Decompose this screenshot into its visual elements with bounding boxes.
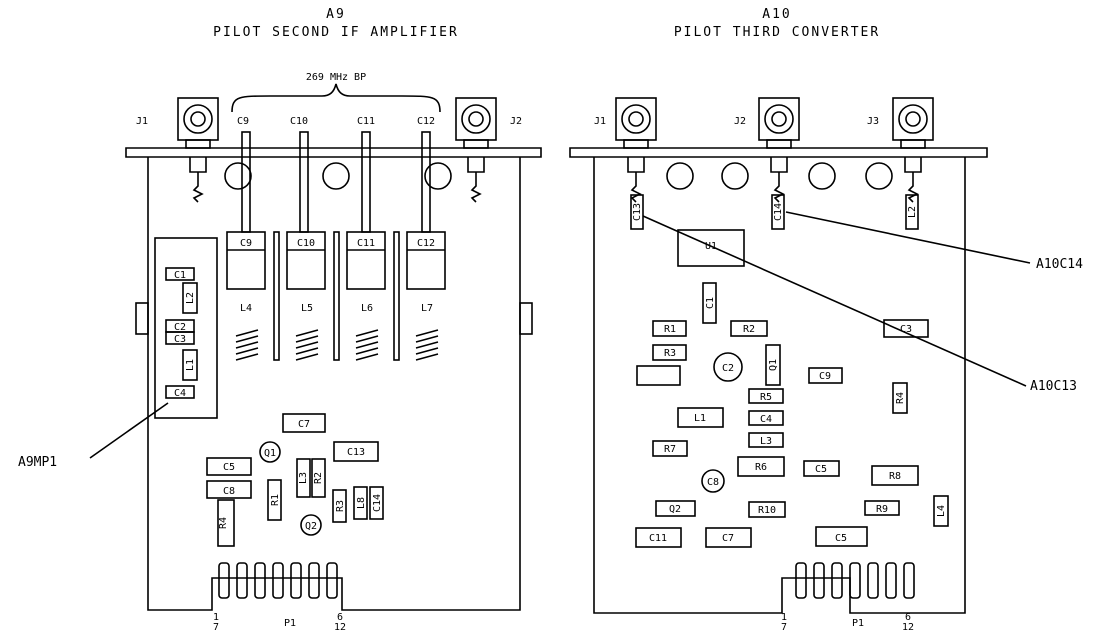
a10-ref-label: R6 — [755, 462, 767, 473]
a10-ref-label: Q1 — [768, 359, 779, 371]
a10-ref-label: C4 — [760, 414, 772, 425]
a9-ref-label: R4 — [218, 517, 229, 529]
a9-ref-label: C9 — [240, 238, 252, 249]
a10-ref-label: C1 — [705, 297, 716, 309]
a10-ref-label: Q2 — [669, 504, 681, 515]
a10-ref-label: R2 — [743, 324, 755, 335]
a10-connector-label: 7 — [781, 622, 787, 633]
a10-callout-c14: A10C14 — [1036, 257, 1083, 272]
a9-ref-label: C7 — [298, 419, 310, 430]
a9-connector-label: 7 — [213, 622, 219, 633]
a10-ref-label: L4 — [936, 505, 947, 517]
a10-ref-label: C8 — [707, 477, 719, 488]
a9-ref-label: C9 — [237, 116, 249, 127]
a9-ref-label: L6 — [361, 303, 373, 314]
a10-board — [569, 97, 1031, 614]
a9-ref-label: C10 — [297, 238, 315, 249]
a10-title: PILOT THIRD CONVERTER — [674, 25, 880, 40]
a10-ref-label: R4 — [895, 392, 906, 404]
a10-connector-label: 12 — [902, 622, 914, 633]
a10-ref-label: L3 — [760, 436, 772, 447]
a9-ref-label: C1 — [174, 270, 186, 281]
a10-ref-label: C7 — [722, 533, 734, 544]
a10-ref-label: R5 — [760, 392, 772, 403]
a10-ref-label: C11 — [649, 533, 667, 544]
a9-ref-label: C5 — [223, 462, 235, 473]
a10-ref-label: R7 — [664, 444, 676, 455]
a9-connector-label: P1 — [284, 618, 296, 629]
a9-ref-label: C2 — [174, 322, 186, 333]
a9-ref-label: R2 — [313, 472, 324, 484]
a10-ref-label: J3 — [867, 116, 879, 127]
a9-ref-label: Q1 — [264, 448, 276, 459]
a9-ref-label: C11 — [357, 238, 375, 249]
a10-ref-label: L2 — [907, 206, 918, 218]
a9-j2-connector — [455, 97, 497, 203]
a10-ref-label: U1 — [705, 241, 717, 252]
a9-ref-label: C8 — [223, 486, 235, 497]
a9-connector-label: 6 — [337, 612, 343, 623]
a9-ref-label: C11 — [357, 116, 375, 127]
a9-ref-label: C12 — [417, 116, 435, 127]
a10-ref-label: C13 — [632, 203, 643, 221]
a9-connector-label: 1 — [213, 612, 219, 623]
a10-connector-label: 1 — [781, 612, 787, 623]
a9-j1-connector — [177, 97, 219, 203]
a10-ref-label: L1 — [694, 413, 706, 424]
a9-ref-label: L7 — [421, 303, 433, 314]
a9-ref-label: C13 — [347, 447, 365, 458]
a9-ref-label: C14 — [372, 494, 383, 512]
a10-ref-label: R9 — [876, 504, 888, 515]
a9-ref-label: J2 — [510, 116, 522, 127]
a9-board — [89, 83, 542, 611]
a9-ref-label: C3 — [174, 334, 186, 345]
a9-ref-label: L1 — [185, 359, 196, 371]
a9-ref-label: L3 — [298, 472, 309, 484]
a9-callout-mp1: A9MP1 — [18, 455, 57, 470]
a9-ref-label: C12 — [417, 238, 435, 249]
a10-connector-label: 6 — [905, 612, 911, 623]
a10-ref-label: R1 — [664, 324, 676, 335]
a9-band-label: 269 MHz BP — [306, 72, 366, 83]
a9-title: PILOT SECOND IF AMPLIFIER — [213, 25, 459, 40]
a9-ref-label: J1 — [136, 116, 148, 127]
a10-ref-label: R3 — [664, 348, 676, 359]
a9-ref-label: C4 — [174, 388, 186, 399]
a10-ref-label: J2 — [734, 116, 746, 127]
a10-ref-label: C5 — [835, 533, 847, 544]
a9-ref-label: C10 — [290, 116, 308, 127]
a9-ref-label: L4 — [240, 303, 252, 314]
a9-ref-label: L5 — [301, 303, 313, 314]
a10-id: A10 — [762, 7, 791, 22]
a9-ref-label: R1 — [270, 494, 281, 506]
a9-ref-label: L2 — [185, 292, 196, 304]
a10-ref-label: C2 — [722, 363, 734, 374]
a10-ref-label: C9 — [819, 371, 831, 382]
a9-ref-label: L8 — [356, 497, 367, 509]
a9-ref-label: R3 — [335, 500, 346, 512]
a10-callout-c13: A10C13 — [1030, 379, 1077, 394]
a10-ref-label: R10 — [758, 505, 776, 516]
a10-ref-label: R8 — [889, 471, 901, 482]
a10-ref-label: C14 — [773, 203, 784, 221]
a9-ref-label: Q2 — [305, 521, 317, 532]
a9-id: A9 — [326, 7, 346, 22]
a10-ref-label: C5 — [815, 464, 827, 475]
a10-ref-label: J1 — [594, 116, 606, 127]
a9-connector-label: 12 — [334, 622, 346, 633]
a10-connector-label: P1 — [852, 618, 864, 629]
a10-ref-label: C3 — [900, 324, 912, 335]
